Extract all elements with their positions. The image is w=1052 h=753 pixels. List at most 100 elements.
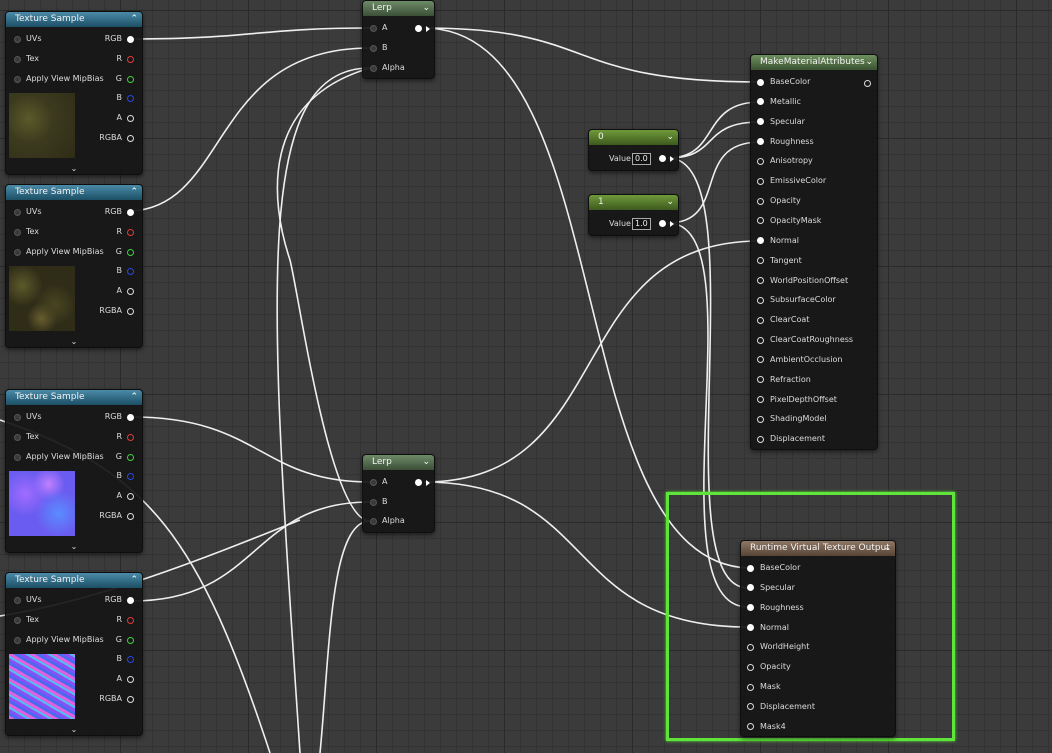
output-pin-icon[interactable] xyxy=(415,479,422,486)
input-pin-icon[interactable] xyxy=(747,604,754,612)
input-pin-icon[interactable] xyxy=(747,624,754,632)
node-header[interactable]: Runtime Virtual Texture Output ⌄ xyxy=(741,541,895,556)
pin-rgba-out[interactable]: RGBA xyxy=(99,511,122,520)
input-pin-icon[interactable] xyxy=(757,157,764,165)
pin-normal[interactable]: Normal xyxy=(757,235,799,247)
chevron-up-icon[interactable]: ⌃ xyxy=(130,575,138,585)
node-header[interactable]: Lerp ⌄ xyxy=(363,455,434,470)
pin-a-out[interactable]: A xyxy=(116,286,122,295)
pin-a-out[interactable]: A xyxy=(116,113,122,122)
texture-sample-node-3[interactable]: Texture Sample ⌃ UVs Tex Apply View MipB… xyxy=(5,389,143,553)
pin-apply-view-mipbias[interactable]: Apply View MipBias xyxy=(14,634,104,646)
chevron-down-icon[interactable]: ⌄ xyxy=(865,57,873,67)
node-header[interactable]: 1 ⌄ xyxy=(589,195,678,210)
pin-shadingmodel[interactable]: ShadingModel xyxy=(757,413,827,425)
pin-uvs[interactable]: UVs xyxy=(14,33,42,45)
input-pin-icon[interactable] xyxy=(757,316,764,324)
pin-mask4[interactable]: Mask4 xyxy=(747,721,786,733)
input-pin-icon[interactable] xyxy=(757,118,764,126)
pin-uvs[interactable]: UVs xyxy=(14,594,42,606)
pin-b-out[interactable]: B xyxy=(116,93,123,102)
pin-g-out[interactable]: G xyxy=(115,247,122,256)
pin-b-out[interactable]: B xyxy=(116,471,123,480)
pin-a[interactable]: A xyxy=(370,22,387,34)
pin-g-out[interactable]: G xyxy=(115,635,122,644)
value-field[interactable]: 1.0 xyxy=(632,218,651,230)
chevron-up-icon[interactable]: ⌃ xyxy=(130,14,138,24)
input-pin-icon[interactable] xyxy=(747,643,754,651)
pin-basecolor[interactable]: BaseColor xyxy=(757,76,810,88)
input-pin-icon[interactable] xyxy=(757,336,764,344)
node-header[interactable]: Texture Sample ⌃ xyxy=(6,12,142,27)
output-pin-icon[interactable] xyxy=(659,155,666,162)
rgba-pin-icon[interactable] xyxy=(127,134,134,142)
pin-roughness[interactable]: Roughness xyxy=(747,602,804,614)
output-pin-icon[interactable] xyxy=(659,220,666,227)
lerp-node-2[interactable]: Lerp ⌄ A B Alpha xyxy=(362,454,435,533)
pin-tex[interactable]: Tex xyxy=(14,431,39,443)
a-pin-icon[interactable] xyxy=(127,287,134,295)
input-pin-icon[interactable] xyxy=(757,78,764,86)
g-pin-icon[interactable] xyxy=(127,453,134,461)
pin-opacity[interactable]: Opacity xyxy=(747,661,791,673)
value-field[interactable]: 0.0 xyxy=(632,153,651,165)
pin-apply-view-mipbias[interactable]: Apply View MipBias xyxy=(14,246,104,258)
pin-rgba-out[interactable]: RGBA xyxy=(99,306,122,315)
rgba-pin-icon[interactable] xyxy=(127,695,134,703)
chevron-down-icon[interactable]: ⌄ xyxy=(666,197,674,207)
pin-rgba-out[interactable]: RGBA xyxy=(99,694,122,703)
input-pin-icon[interactable] xyxy=(747,723,754,731)
output-pin-icon[interactable] xyxy=(415,25,422,32)
input-pin-icon[interactable] xyxy=(757,98,764,106)
pin-worldpositionoffset[interactable]: WorldPositionOffset xyxy=(757,275,848,287)
pin-rgb-out[interactable]: RGB xyxy=(104,412,122,421)
node-header[interactable]: 0 ⌄ xyxy=(589,130,678,145)
node-header[interactable]: Lerp ⌄ xyxy=(363,1,434,16)
chevron-down-icon[interactable]: ⌄ xyxy=(70,337,78,346)
g-pin-icon[interactable] xyxy=(127,248,134,256)
pin-refraction[interactable]: Refraction xyxy=(757,374,811,386)
chevron-down-icon[interactable]: ⌄ xyxy=(70,164,78,173)
node-header[interactable]: Texture Sample ⌃ xyxy=(6,573,142,588)
pin-rgb-out[interactable]: RGB xyxy=(104,207,122,216)
b-pin-icon[interactable] xyxy=(127,267,134,275)
node-header[interactable]: Texture Sample ⌃ xyxy=(6,390,142,405)
input-pin-icon[interactable] xyxy=(757,415,764,423)
texture-sample-node-4[interactable]: Texture Sample ⌃ UVs Tex Apply View MipB… xyxy=(5,572,143,736)
chevron-down-icon[interactable]: ⌄ xyxy=(70,725,78,734)
pin-b-out[interactable]: B xyxy=(116,266,123,275)
r-pin-icon[interactable] xyxy=(127,228,134,236)
chevron-down-icon[interactable]: ⌄ xyxy=(666,132,674,142)
r-pin-icon[interactable] xyxy=(127,433,134,441)
rgb-pin-icon[interactable] xyxy=(127,413,134,421)
constant-node-0[interactable]: 0 ⌄ Value 0.0 xyxy=(588,129,679,171)
pin-rgb-out[interactable]: RGB xyxy=(104,34,122,43)
pin-emissivecolor[interactable]: EmissiveColor xyxy=(757,175,826,187)
output-pin-icon[interactable] xyxy=(864,80,871,87)
pin-displacement[interactable]: Displacement xyxy=(757,433,825,445)
texture-sample-node-1[interactable]: Texture Sample ⌃ UVs Tex Apply View MipB… xyxy=(5,11,143,175)
pin-a-out[interactable]: A xyxy=(116,674,122,683)
chevron-down-icon[interactable]: ⌄ xyxy=(70,542,78,551)
texture-sample-node-2[interactable]: Texture Sample ⌃ UVs Tex Apply View MipB… xyxy=(5,184,143,348)
pin-r-out[interactable]: R xyxy=(116,432,122,441)
pin-apply-view-mipbias[interactable]: Apply View MipBias xyxy=(14,451,104,463)
rgba-pin-icon[interactable] xyxy=(127,512,134,520)
input-pin-icon[interactable] xyxy=(757,435,764,443)
pin-ambientocclusion[interactable]: AmbientOcclusion xyxy=(757,354,842,366)
input-pin-icon[interactable] xyxy=(747,663,754,671)
rgba-pin-icon[interactable] xyxy=(127,307,134,315)
input-pin-icon[interactable] xyxy=(757,138,764,146)
pin-metallic[interactable]: Metallic xyxy=(757,96,801,108)
pin-roughness[interactable]: Roughness xyxy=(757,136,814,148)
chevron-down-icon[interactable]: ⌄ xyxy=(422,3,430,13)
r-pin-icon[interactable] xyxy=(127,55,134,63)
pin-alpha[interactable]: Alpha xyxy=(370,515,405,527)
pin-uvs[interactable]: UVs xyxy=(14,206,42,218)
lerp-node-1[interactable]: Lerp ⌄ A B Alpha xyxy=(362,0,435,79)
pin-clearcoatroughness[interactable]: ClearCoatRoughness xyxy=(757,334,853,346)
a-pin-icon[interactable] xyxy=(127,675,134,683)
pin-r-out[interactable]: R xyxy=(116,615,122,624)
input-pin-icon[interactable] xyxy=(757,237,764,245)
